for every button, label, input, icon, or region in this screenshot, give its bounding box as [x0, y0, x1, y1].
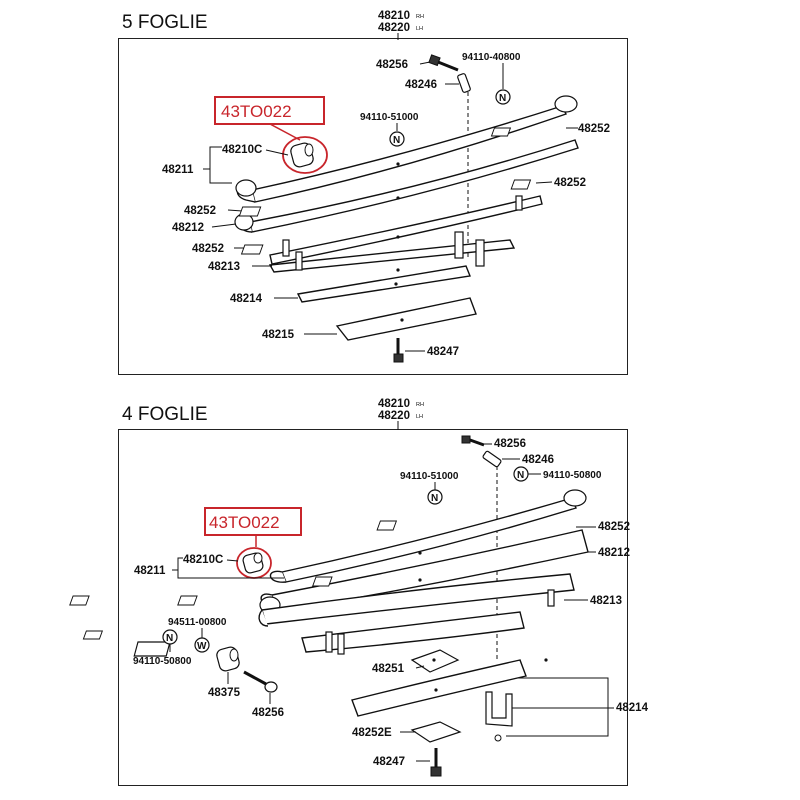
leaf-third	[69, 573, 575, 627]
label-bushing-48210C: 48210C	[183, 554, 223, 566]
label-leaf-48213: 48213	[208, 261, 240, 273]
leaf-fourth	[268, 231, 516, 273]
label-liner-48252E: 48252E	[352, 727, 392, 739]
panel-four-leaf	[118, 429, 628, 786]
leaf-fourth	[82, 611, 525, 657]
svg-text:LH: LH	[416, 414, 423, 420]
liner-pad	[510, 179, 532, 190]
label-spring-assy-four: 48210 RH 48220 LH	[378, 398, 424, 422]
bolt-icon	[461, 435, 485, 447]
leaf-fifth	[296, 265, 471, 303]
shackle-bolt-icon	[243, 670, 278, 693]
label-center-bolt-48247: 48247	[427, 346, 459, 358]
label-nut-94110-50800-bottom: 94110-50800	[133, 656, 192, 667]
svg-text:W: W	[197, 641, 207, 652]
label-liner-48252: 48252	[184, 205, 216, 217]
svg-text:48210: 48210	[378, 398, 410, 410]
pad-48251	[410, 649, 460, 673]
svg-text:RH: RH	[416, 402, 424, 408]
label-shackle-bolt-48256: 48256	[252, 707, 284, 719]
pin-icon	[482, 450, 502, 468]
liner-pad	[490, 127, 512, 137]
label-leaf-48211: 48211	[162, 164, 194, 176]
label-liner-48252: 48252	[578, 123, 610, 135]
label-clip-48214: 48214	[616, 702, 649, 714]
shackle-bushing-icon	[216, 646, 240, 672]
svg-text:N: N	[517, 470, 524, 481]
nut-icon: N	[162, 629, 178, 645]
label-liner-48252: 48252	[598, 521, 630, 533]
diagram-five-leaf: 48210 RH 48220 LH 48256 94110-40800 N 48…	[162, 10, 610, 363]
label-leaf-48212: 48212	[172, 222, 204, 234]
label-nut-94110-51000: 94110-51000	[360, 112, 419, 123]
panel-five-leaf	[118, 38, 628, 375]
nut-icon: N	[389, 131, 405, 147]
svg-text:43TO022: 43TO022	[221, 102, 292, 121]
svg-text:N: N	[499, 93, 506, 104]
label-nut-94110-51000: 94110-51000	[400, 471, 459, 482]
nut-icon: N	[513, 466, 529, 482]
label-leaf-48215: 48215	[262, 329, 295, 341]
svg-text:43TO022: 43TO022	[209, 513, 280, 532]
liner-48252E	[410, 721, 462, 743]
label-bolt-48256: 48256	[494, 438, 526, 450]
label-center-bolt-48247: 48247	[373, 756, 405, 768]
svg-text:N: N	[393, 135, 400, 146]
leaf-sixth	[335, 297, 477, 341]
label-pin-48246: 48246	[522, 454, 554, 466]
leaf-second	[234, 139, 579, 233]
svg-text:48220: 48220	[378, 410, 410, 422]
label-leaf-48214: 48214	[230, 293, 263, 305]
svg-text:N: N	[166, 633, 173, 644]
label-washer-94511-00800: 94511-00800	[168, 617, 227, 628]
label-nut-94110-50800: 94110-50800	[543, 470, 602, 481]
leaf-main	[269, 489, 587, 583]
leaf-main	[235, 95, 578, 203]
leaf-third	[269, 195, 543, 265]
label-liner-48252: 48252	[554, 177, 586, 189]
label-bolt-48256: 48256	[376, 59, 408, 71]
label-leaf-48212: 48212	[598, 547, 630, 559]
washer-icon: W	[194, 637, 210, 653]
liner-pad	[376, 520, 398, 531]
label-nut-94110-40800: 94110-40800	[462, 52, 521, 63]
svg-text:48210: 48210	[378, 10, 410, 22]
liner-pad	[240, 244, 264, 255]
label-leaf-48211: 48211	[134, 565, 166, 577]
heading-four-leaf: 4 FOGLIE	[122, 404, 208, 425]
center-bolt-icon	[430, 748, 442, 777]
svg-text:RH: RH	[416, 14, 424, 20]
label-pin-48246: 48246	[405, 79, 437, 91]
label-bushing-48375: 48375	[208, 687, 241, 699]
bushing-icon	[290, 142, 314, 168]
pin-icon	[457, 73, 471, 93]
svg-text:LH: LH	[416, 26, 423, 32]
bolt-icon	[428, 54, 459, 72]
clip-48214	[485, 691, 513, 742]
center-bolt-icon	[393, 338, 404, 363]
heading-five-leaf: 5 FOGLIE	[122, 12, 208, 33]
svg-text:N: N	[431, 493, 438, 504]
bushing-icon	[242, 552, 264, 574]
highlight-part-code: 43TO022	[204, 507, 302, 536]
leaf-bottom	[351, 659, 527, 717]
nut-icon: N	[495, 89, 511, 105]
label-liner-48252: 48252	[192, 243, 224, 255]
label-spring-assy-five: 48210 RH 48220 LH	[378, 10, 424, 34]
svg-text:48220: 48220	[378, 22, 410, 34]
highlight-circle	[282, 136, 328, 174]
liner-pad	[238, 206, 262, 217]
label-leaf-48213: 48213	[590, 595, 622, 607]
label-bushing-48210C: 48210C	[222, 144, 262, 156]
label-pad-48251: 48251	[372, 663, 405, 675]
nut-icon: N	[427, 489, 443, 505]
highlight-part-code: 43TO022	[214, 96, 325, 125]
